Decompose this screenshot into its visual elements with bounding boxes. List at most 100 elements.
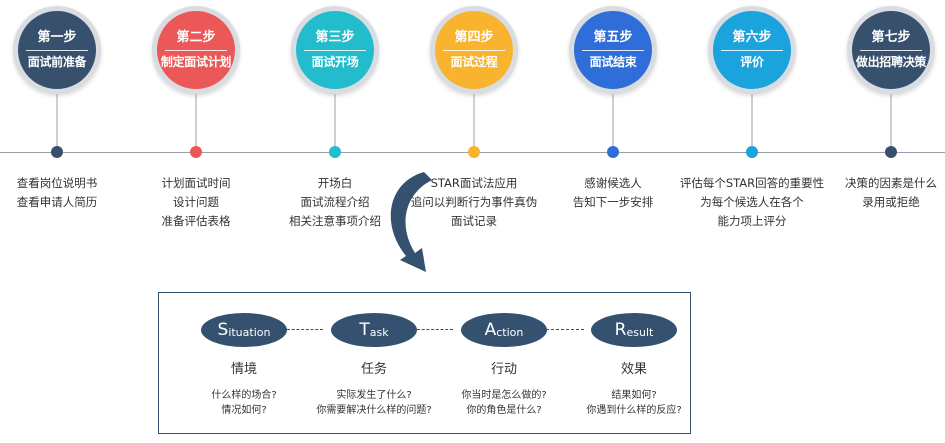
star-question: 结果如何? [611,390,657,401]
step-number: 第四步 [454,30,494,45]
timeline-dot [190,146,202,158]
star-question: 什么样的场合? [211,390,277,401]
star-chinese-label: 行动 [490,362,517,377]
step-circle: 第一步面试前准备 [13,6,101,94]
step-description-line: 追问以判断行为事件真伪 [410,195,538,209]
step-6: 第六步评价评估每个STAR回答的重要性为每个候选人在各个能力项上评分 [680,0,824,240]
step-stem [56,94,58,152]
dash-connector [417,329,453,330]
step-3: 第三步面试开场开场白面试流程介绍相关注意事项介绍 [280,0,390,240]
step-description: 感谢候选人告知下一步安排 [573,174,654,212]
step-description-line: 评估每个STAR回答的重要性 [679,176,825,190]
star-questions: 实际发生了什么?你需要解决什么样的问题? [316,388,431,418]
step-circle: 第二步制定面试计划 [152,6,240,94]
step-description-line: 准备评估表格 [161,214,231,228]
star-questions: 结果如何? 你遇到什么样的反应? [586,388,681,418]
step-title: 面试开场 [311,55,359,69]
timeline-dot [746,146,758,158]
dash-connector [546,329,584,330]
step-number: 第七步 [871,30,911,45]
step-divider [304,50,366,51]
step-description: 查看岗位说明书查看申请人简历 [17,174,98,212]
step-stem [612,94,614,152]
step-description-line: 决策的因素是什么 [845,176,937,190]
step-title: 制定面试计划 [160,55,232,69]
star-question: 实际发生了什么? [336,390,412,401]
timeline-dot [51,146,63,158]
step-description-line: 能力项上评分 [717,214,787,228]
step-1: 第一步面试前准备查看岗位说明书查看申请人简历 [2,0,112,240]
timeline-dot [885,146,897,158]
step-title: 面试过程 [450,55,498,69]
step-description: 开场白面试流程介绍相关注意事项介绍 [289,174,381,231]
timeline-dot [607,146,619,158]
step-title: 做出招聘决策 [855,55,927,69]
star-question: 你遇到什么样的反应? [586,405,682,416]
star-word-rest: ction [496,326,524,339]
step-stem [473,94,475,152]
step-title: 评价 [740,55,764,69]
step-description-line: 计划面试时间 [161,176,231,190]
step-description-line: 查看岗位说明书 [16,176,98,190]
step-stem [334,94,336,152]
step-4: 第四步面试过程 STAR面试法应用追问以判断行为事件真伪面试记录 [411,0,537,240]
step-stem [751,94,753,152]
step-circle: 第四步面试过程 [430,6,518,94]
star-initial: S [217,319,229,340]
step-divider [721,50,783,51]
star-question: 你的角色是什么? [466,405,542,416]
timeline-dot [468,146,480,158]
star-question: 情况如何? [221,405,267,416]
step-title: 面试前准备 [27,55,87,69]
step-description-line: 面试流程介绍 [300,195,370,209]
step-description-line: 告知下一步安排 [572,195,654,209]
step-2: 第二步制定面试计划计划面试时间设计问题准备评估表格 [141,0,251,240]
star-initial: A [484,319,497,340]
step-circle: 第六步评价 [708,6,796,94]
step-description-line: 录用或拒绝 [862,195,920,209]
step-description-line: 开场白 [317,176,353,190]
step-number: 第二步 [176,30,216,45]
step-description: 评估每个STAR回答的重要性为每个候选人在各个能力项上评分 [680,174,824,231]
step-description-line: 感谢候选人 [584,176,642,190]
step-7: 第七步做出招聘决策决策的因素是什么录用或拒绝 [836,0,945,240]
star-questions: 什么样的场合? 情况如何? [211,388,276,418]
step-title: 面试结束 [589,55,637,69]
star-initial: T [359,319,370,340]
step-circle: 第三步面试开场 [291,6,379,94]
timeline-dot [329,146,341,158]
step-divider [26,50,88,51]
step-divider [860,50,922,51]
step-stem [890,94,892,152]
star-chinese-label: 情境 [230,362,257,377]
star-initial: R [614,319,627,340]
star-chinese-label: 效果 [620,362,647,377]
step-divider [582,50,644,51]
step-stem [195,94,197,152]
step-number: 第六步 [732,30,772,45]
star-questions: 你当时是怎么做的?你的角色是什么? [461,388,546,418]
curved-arrow-icon [390,172,432,272]
star-chinese-label: 任务 [360,362,387,377]
step-circle: 第七步做出招聘决策 [847,6,935,94]
step-divider [443,50,505,51]
dash-connector [287,329,323,330]
step-description-line: 面试记录 [451,214,497,228]
step-5: 第五步面试结束感谢候选人告知下一步安排 [558,0,668,240]
star-word-rest: ask [369,326,389,339]
step-description: 计划面试时间设计问题准备评估表格 [162,174,231,231]
step-description: STAR面试法应用追问以判断行为事件真伪面试记录 [411,174,538,231]
star-word-rest: esult [626,326,654,339]
step-number: 第一步 [37,30,77,45]
step-description: 决策的因素是什么录用或拒绝 [845,174,937,212]
step-description-line: 为每个候选人在各个 [700,195,804,209]
